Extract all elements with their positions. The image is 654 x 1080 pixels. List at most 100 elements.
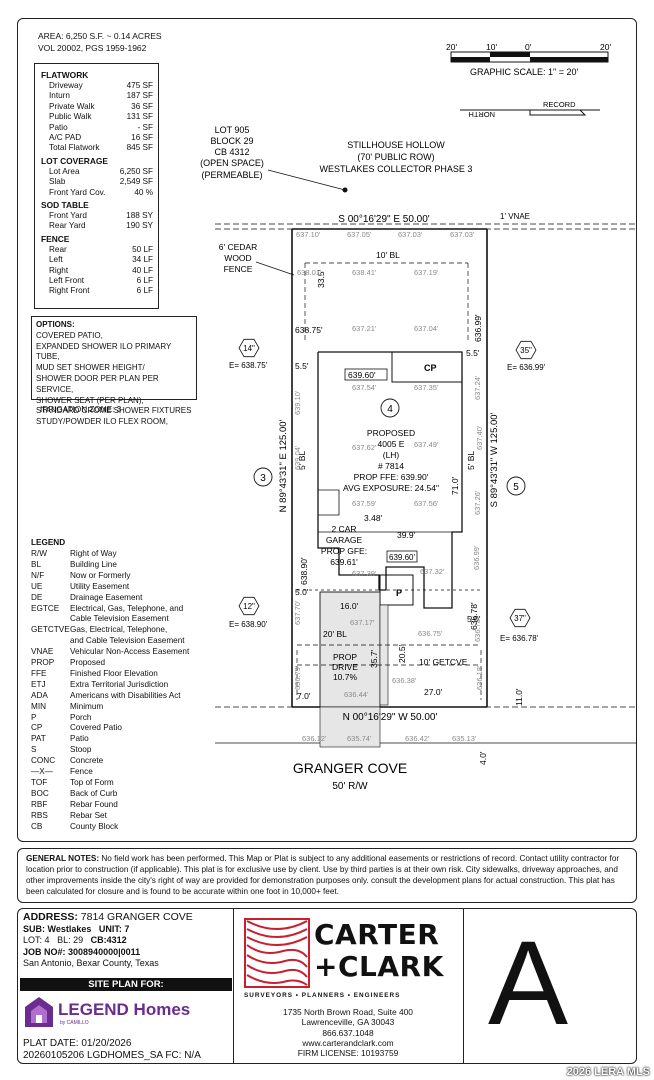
legend-title: LEGEND: [31, 538, 66, 547]
spot-grade: 635.13': [452, 734, 477, 743]
house-3: (LH): [383, 450, 400, 460]
legend-desc: Drainage Easement: [70, 592, 143, 602]
legend-abbr: FFE: [31, 668, 47, 678]
spot-grade: 637.21': [352, 324, 377, 333]
driveway: [319, 591, 389, 748]
stillhouse-3: WESTLAKES COLLECTOR PHASE 3: [320, 164, 473, 174]
sheet-letter: A: [488, 916, 569, 1050]
drawing-frame: [17, 18, 637, 842]
bl20: 20' BL: [323, 629, 347, 639]
house-5: PROP FFE: 639.90': [354, 472, 429, 482]
legend-abbr: BOC: [31, 788, 49, 798]
legend-desc: Now or Formerly: [70, 570, 131, 580]
legend-desc: Top of Form: [70, 777, 114, 787]
garage-4: 639.61': [330, 557, 358, 567]
legend-desc: Back of Curb: [70, 788, 118, 798]
row-label: Lot Area: [49, 166, 80, 176]
legend-desc: Covered Patio: [70, 723, 122, 733]
lot905-4: (OPEN SPACE): [200, 158, 264, 168]
legend-desc: Right of Way: [70, 549, 117, 558]
spot-grade: 636.18': [475, 665, 484, 690]
property-boundary: [215, 223, 637, 744]
row-label: Right Front: [49, 286, 90, 296]
lot-number-3: 3: [253, 467, 273, 487]
job-value: 3008940000|0011: [68, 946, 141, 957]
stillhouse-1: STILLHOUSE HOLLOW: [347, 140, 445, 150]
spot-grade: 636.12': [302, 734, 327, 743]
d63890: 638.90': [299, 557, 309, 585]
front-bearing: N 00°16'29" W 50.00': [343, 712, 438, 723]
d399: 39.9': [397, 530, 416, 540]
area-text: AREA: 6,250 S.F. ~ 0.14 ACRES: [38, 31, 162, 41]
row-label: Public Walk: [49, 112, 92, 122]
spot-grade: 636.38': [392, 676, 417, 685]
tree-size: 14": [243, 344, 255, 353]
tree-hex: 37"E= 636.78': [500, 608, 539, 643]
d50a: 5.0': [295, 587, 309, 597]
d70: 7.0': [297, 691, 311, 701]
spot-grade: 636.44': [344, 690, 369, 699]
lot905-1: LOT 905: [215, 125, 250, 135]
legend-desc: Concrete: [70, 756, 104, 766]
spot-grade: 637.10': [296, 230, 321, 239]
garage-3: PROP GFE:: [321, 546, 367, 556]
spot-grade: 637.19': [414, 268, 439, 277]
spot-grade: 639.10': [293, 390, 302, 415]
legend-desc: County Block: [70, 821, 119, 831]
option-line: STUDY/POWDER ILO FLEX ROOM,: [36, 417, 169, 427]
row-value: 845 SF: [126, 143, 153, 153]
spot-grade: 636.42': [405, 734, 430, 743]
sub-label: SUB:: [23, 923, 45, 934]
legend-desc: Vehicular Non-Access Easement: [70, 647, 190, 657]
tree-hex: 14"E= 638.75': [229, 338, 268, 370]
bl-value: 29: [73, 935, 84, 945]
title-block: ADDRESS: 7814 GRANGER COVE SUB: Westlake…: [17, 908, 637, 1064]
lot-905-label: LOT 905 BLOCK 29 CB 4312 (OPEN SPACE) (P…: [200, 125, 264, 180]
cb-label: CB:: [90, 935, 107, 945]
north-label: NORTH: [468, 110, 495, 119]
notes-label: GENERAL NOTES:: [26, 854, 100, 863]
spot-grade: 637.04': [414, 324, 439, 333]
legend-abbr: CONC: [31, 756, 56, 766]
house-6: AVG EXPOSURE: 24.54": [343, 483, 439, 493]
cc-license: FIRM LICENSE: 10193759: [297, 1048, 399, 1059]
spot-grade: 637.32': [420, 567, 445, 576]
row-value: 2,549 SF: [119, 177, 153, 187]
cc-contact: 1735 North Brown Road, Suite 400 Lawrenc…: [245, 1007, 451, 1058]
legend-abbr: —X—: [31, 767, 53, 776]
legend-desc: Proposed: [70, 658, 106, 667]
scale-tick-2: 10': [486, 42, 497, 52]
irrigation-zone: IRRIGATION ZONE: 3: [40, 405, 122, 414]
row-label: Left: [49, 255, 63, 265]
legend-abbr: S: [31, 745, 37, 755]
porch-ffe: 639.60': [389, 553, 415, 562]
row-value: 36 SF: [131, 101, 153, 111]
drive-label: PROP DRIVE 10.7%: [332, 652, 358, 682]
d348: 3.48': [364, 513, 383, 523]
cedar-fence-note: 6' CEDAR WOOD FENCE: [219, 242, 257, 274]
graphic-scale: 20' 10' 0' 20' GRAPHIC SCALE: 1" = 20': [446, 42, 611, 77]
tree-size: 35": [520, 346, 532, 355]
legend-homes-brand: LEGEND Homes: [58, 1000, 191, 1019]
legend-abbr: ADA: [31, 690, 48, 700]
legend-abbr: ETJ: [31, 679, 46, 689]
city-line: San Antonio, Bexar County, Texas: [23, 958, 159, 968]
legend-desc: Utility Easement: [70, 581, 130, 591]
row-label: Patio: [49, 122, 68, 132]
notes-text: No field work has been performed. This M…: [26, 854, 620, 896]
job-label: JOB NO#:: [23, 946, 66, 957]
d160: 16.0': [340, 601, 359, 611]
flatwork-section-title: SOD TABLE: [41, 200, 89, 210]
spot-grade: 636.79': [293, 665, 302, 690]
vnae-label: 1' VNAE: [500, 212, 530, 221]
carter-clark-logo-icon: [244, 918, 310, 988]
area-header: AREA: 6,250 S.F. ~ 0.14 ACRES VOL 20002,…: [38, 30, 162, 54]
legend-abbr: EGTCE: [31, 603, 60, 613]
address-value: 7814 GRANGER COVE: [80, 911, 193, 923]
spot-grade: 637.03': [398, 230, 423, 239]
spot-grade: 638.01': [297, 268, 322, 277]
spot-grade: 637.35': [414, 383, 439, 392]
row-value: 6,250 SF: [119, 166, 153, 176]
